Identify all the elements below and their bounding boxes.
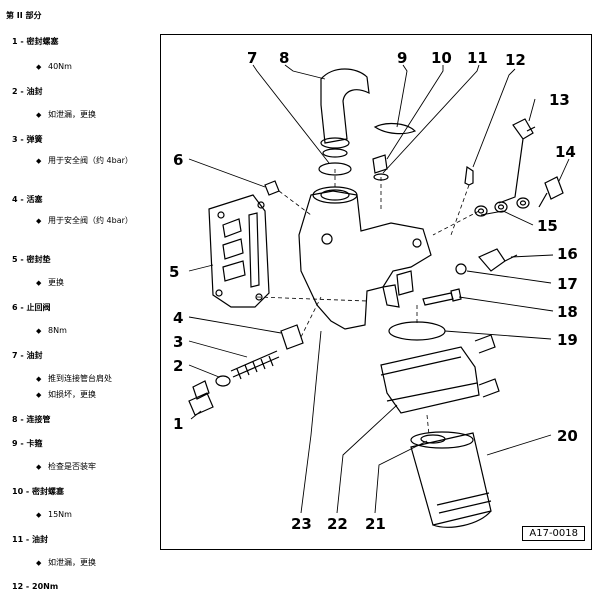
item-head-2: 2 - 油封 [12, 87, 43, 96]
item-head-4: 4 - 活塞 [12, 195, 43, 204]
item-head-11: 11 - 油封 [12, 535, 49, 544]
callout-15: 15 [537, 217, 558, 235]
oil-line-14 [538, 176, 564, 208]
callout-2: 2 [173, 357, 183, 375]
section-title: 第 II 部分 [6, 11, 42, 20]
callout-14: 14 [555, 143, 576, 161]
item-head-7: 7 - 油封 [12, 351, 43, 360]
callout-4: 4 [173, 309, 183, 327]
check-valve-6 [264, 180, 280, 196]
connection-pipe [320, 68, 370, 144]
seal-19 [388, 321, 446, 341]
filter-housing-22 [380, 346, 480, 414]
bullet-icon: ◆ [36, 111, 42, 119]
bullet-icon: ◆ [36, 327, 42, 335]
callout-22: 22 [327, 515, 348, 533]
callout-6: 6 [173, 151, 183, 169]
oil-filter-housing [298, 190, 432, 330]
item-head-8: 8 - 连接管 [12, 415, 51, 424]
spring-3 [230, 350, 280, 380]
oil-line-13 [498, 118, 534, 204]
o-ring-17 [455, 263, 467, 275]
clamp-9 [373, 122, 417, 135]
callout-17: 17 [557, 275, 578, 293]
callout-18: 18 [557, 303, 578, 321]
bullet-icon: ◆ [36, 511, 42, 519]
callout-21: 21 [365, 515, 386, 533]
item-head-9: 9 - 卡箍 [12, 439, 43, 448]
bolt-12 [464, 165, 474, 186]
bullet-icon: ◆ [36, 375, 42, 383]
callout-5: 5 [169, 263, 179, 281]
callout-23: 23 [291, 515, 312, 533]
sealing-plug-1 [188, 380, 214, 416]
seal-2 [215, 375, 231, 387]
exploded-view-figure: 1 2 3 4 5 6 7 8 9 10 11 12 13 14 15 16 1… [160, 34, 592, 550]
figure-code: A17-0018 [522, 526, 585, 541]
callout-10: 10 [431, 49, 452, 67]
callout-20: 20 [557, 427, 578, 445]
item-head-1: 1 - 密封螺塞 [12, 37, 59, 46]
sender-16 [478, 248, 518, 272]
callout-1: 1 [173, 415, 183, 433]
gasket-plate [208, 194, 270, 308]
bullet-icon: ◆ [36, 279, 42, 287]
callout-8: 8 [279, 49, 289, 67]
bullet-icon: ◆ [36, 157, 42, 165]
callout-19: 19 [557, 331, 578, 349]
callout-3: 3 [173, 333, 183, 351]
item-head-10: 10 - 密封螺塞 [12, 487, 65, 496]
callout-16: 16 [557, 245, 578, 263]
seal-ring-7 [318, 162, 352, 176]
item-head-6: 6 - 止回阀 [12, 303, 51, 312]
bullet-icon: ◆ [36, 391, 42, 399]
item-head-12: 12 - 20Nm [12, 582, 59, 591]
callout-9: 9 [397, 49, 407, 67]
callout-12: 12 [505, 51, 526, 69]
callout-11: 11 [467, 49, 488, 67]
item-head-3: 3 - 弹簧 [12, 135, 43, 144]
bullet-icon: ◆ [36, 63, 42, 71]
callout-13: 13 [549, 91, 570, 109]
bolt-18 [422, 292, 454, 306]
exploded-view-drawing: 1 2 3 4 5 6 7 8 9 10 11 12 13 14 15 16 1… [169, 49, 578, 533]
bullet-icon: ◆ [36, 559, 42, 567]
piston-4 [280, 324, 304, 350]
bullet-icon: ◆ [36, 217, 42, 225]
callout-7: 7 [247, 49, 257, 67]
item-head-5: 5 - 密封垫 [12, 255, 51, 264]
bullet-icon: ◆ [36, 463, 42, 471]
